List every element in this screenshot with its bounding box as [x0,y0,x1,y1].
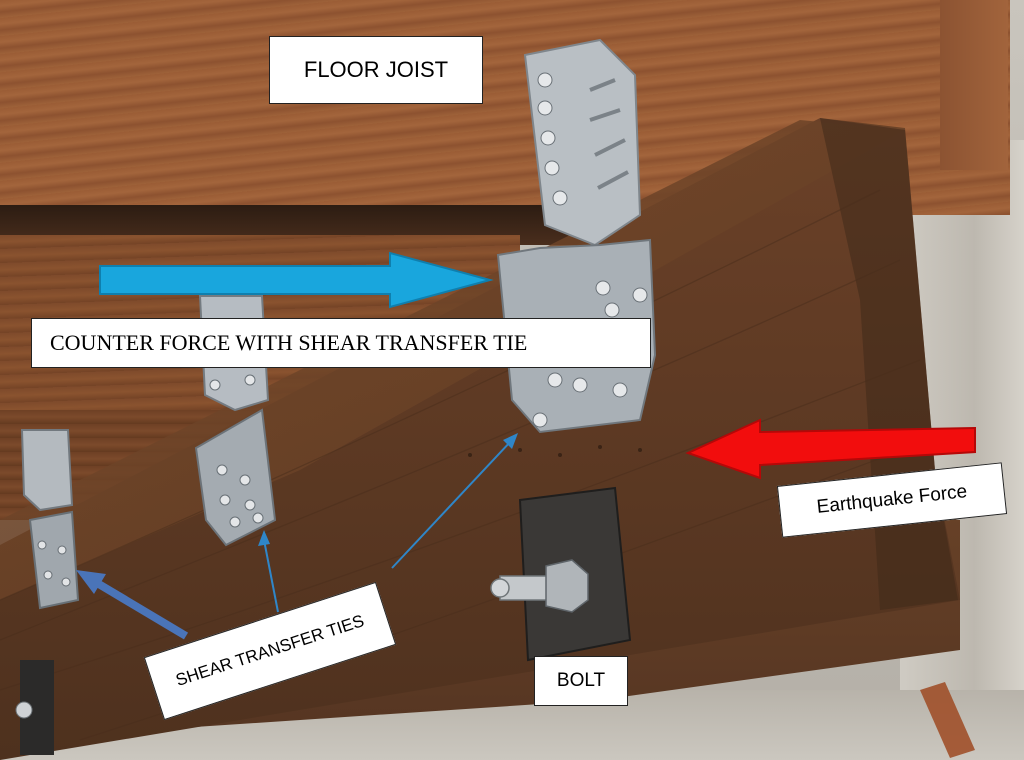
shear-tie-plate-icon [20,429,80,610]
pointer-arrow-icon [76,570,189,640]
pointer-arrow-icon [258,433,518,613]
floor-joist-label: FLOOR JOIST [269,36,483,104]
counter-force-label: COUNTER FORCE WITH SHEAR TRANSFER TIE [31,318,651,368]
joist-end-post [940,0,1008,170]
bolt-label: BOLT [534,656,628,706]
right-arrow-icon [99,251,494,309]
rusty-strap [920,682,975,758]
bolt-icon [15,660,54,755]
left-arrow-icon [685,418,976,480]
bolt-icon [490,486,632,662]
